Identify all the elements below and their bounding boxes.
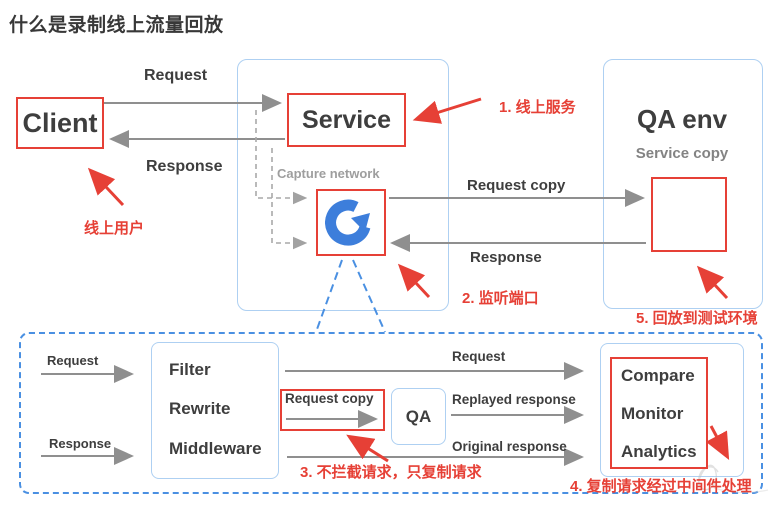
- bottom-request-label: Request: [47, 353, 99, 368]
- compare-line-compare: Compare: [621, 366, 695, 385]
- qa-env-title: QA env: [636, 104, 728, 134]
- annotation-2: 2. 监听端口: [462, 290, 539, 307]
- qa-box-label: QA: [405, 406, 432, 426]
- compare-line-monitor: Monitor: [621, 404, 684, 423]
- annotation-3: 3. 不拦截请求，只复制请求: [300, 464, 482, 481]
- qa-box: QA: [391, 388, 446, 445]
- goreplay-icon: [325, 199, 371, 246]
- client-box: Client: [16, 97, 104, 149]
- request-copy-box-label: Request copy: [285, 391, 374, 406]
- annotation-5: 5. 回放到测试环境: [636, 310, 758, 327]
- compare-red-box: Compare Monitor Analytics: [610, 357, 708, 469]
- goreplay-box: [316, 189, 386, 256]
- original-response-label: Original response: [452, 439, 567, 454]
- qa-env-subtitle: Service copy: [635, 145, 729, 162]
- annotation-1: 1. 线上服务: [499, 99, 576, 116]
- capture-network-label: Capture network: [277, 166, 380, 181]
- service-box: Service: [287, 93, 406, 147]
- request-label-top: Request: [144, 67, 208, 84]
- bottom-response-label: Response: [49, 436, 112, 451]
- client-label: Client: [22, 107, 98, 138]
- response-label-mid: Response: [470, 249, 542, 266]
- long-request-label: Request: [452, 349, 506, 364]
- request-copy-red-box: [280, 389, 385, 431]
- middleware-line-rewrite: Rewrite: [169, 399, 231, 418]
- annotation-online-user: 线上用户: [84, 220, 145, 237]
- goreplay-detail-panel: [19, 332, 763, 494]
- annotation-arrow-client: [87, 167, 125, 207]
- request-copy-label-mid: Request copy: [467, 177, 566, 194]
- compare-line-analytics: Analytics: [621, 442, 697, 461]
- page-title: 什么是录制线上流量回放: [9, 15, 224, 36]
- middleware-line-middleware: Middleware: [169, 439, 262, 458]
- middleware-line-filter: Filter: [169, 360, 211, 379]
- middleware-box: Filter Rewrite Middleware: [151, 342, 279, 479]
- qa-service-copy-box: [651, 177, 727, 252]
- response-label-top: Response: [146, 158, 223, 175]
- replayed-response-label: Replayed response: [452, 392, 576, 407]
- annotation-4: 4. 复制请求经过中间件处理: [570, 478, 752, 495]
- service-label: Service: [302, 105, 391, 134]
